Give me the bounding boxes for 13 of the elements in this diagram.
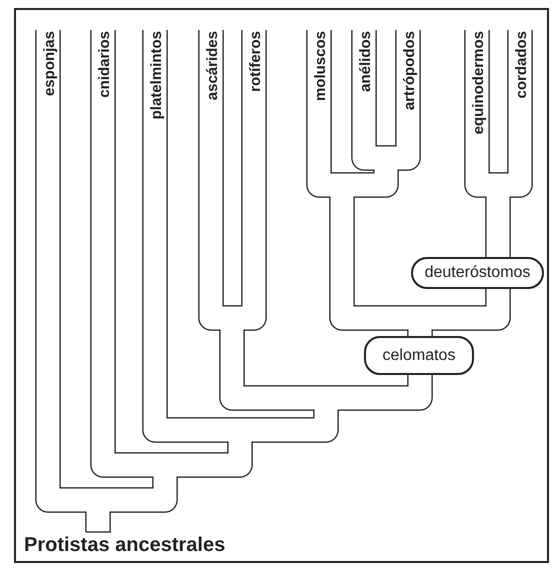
clade-label: celomatos xyxy=(364,336,474,375)
taxon-label: ascárides xyxy=(204,31,222,100)
root-label: Protistas ancestrales xyxy=(24,534,226,557)
taxon-label: cordados xyxy=(513,31,531,99)
taxon-label: artrópodos xyxy=(401,31,419,110)
taxon-label: equinodermos xyxy=(470,31,488,134)
taxon-label: cnidarios xyxy=(96,31,114,98)
taxon-label: moluscos xyxy=(312,31,330,102)
taxon-label: anélidos xyxy=(357,31,375,92)
taxon-label: rotíferos xyxy=(247,31,265,92)
clade-label: deuteróstomos xyxy=(411,257,544,289)
taxon-label: platelmintos xyxy=(148,31,166,120)
taxon-label: esponjas xyxy=(41,31,59,96)
